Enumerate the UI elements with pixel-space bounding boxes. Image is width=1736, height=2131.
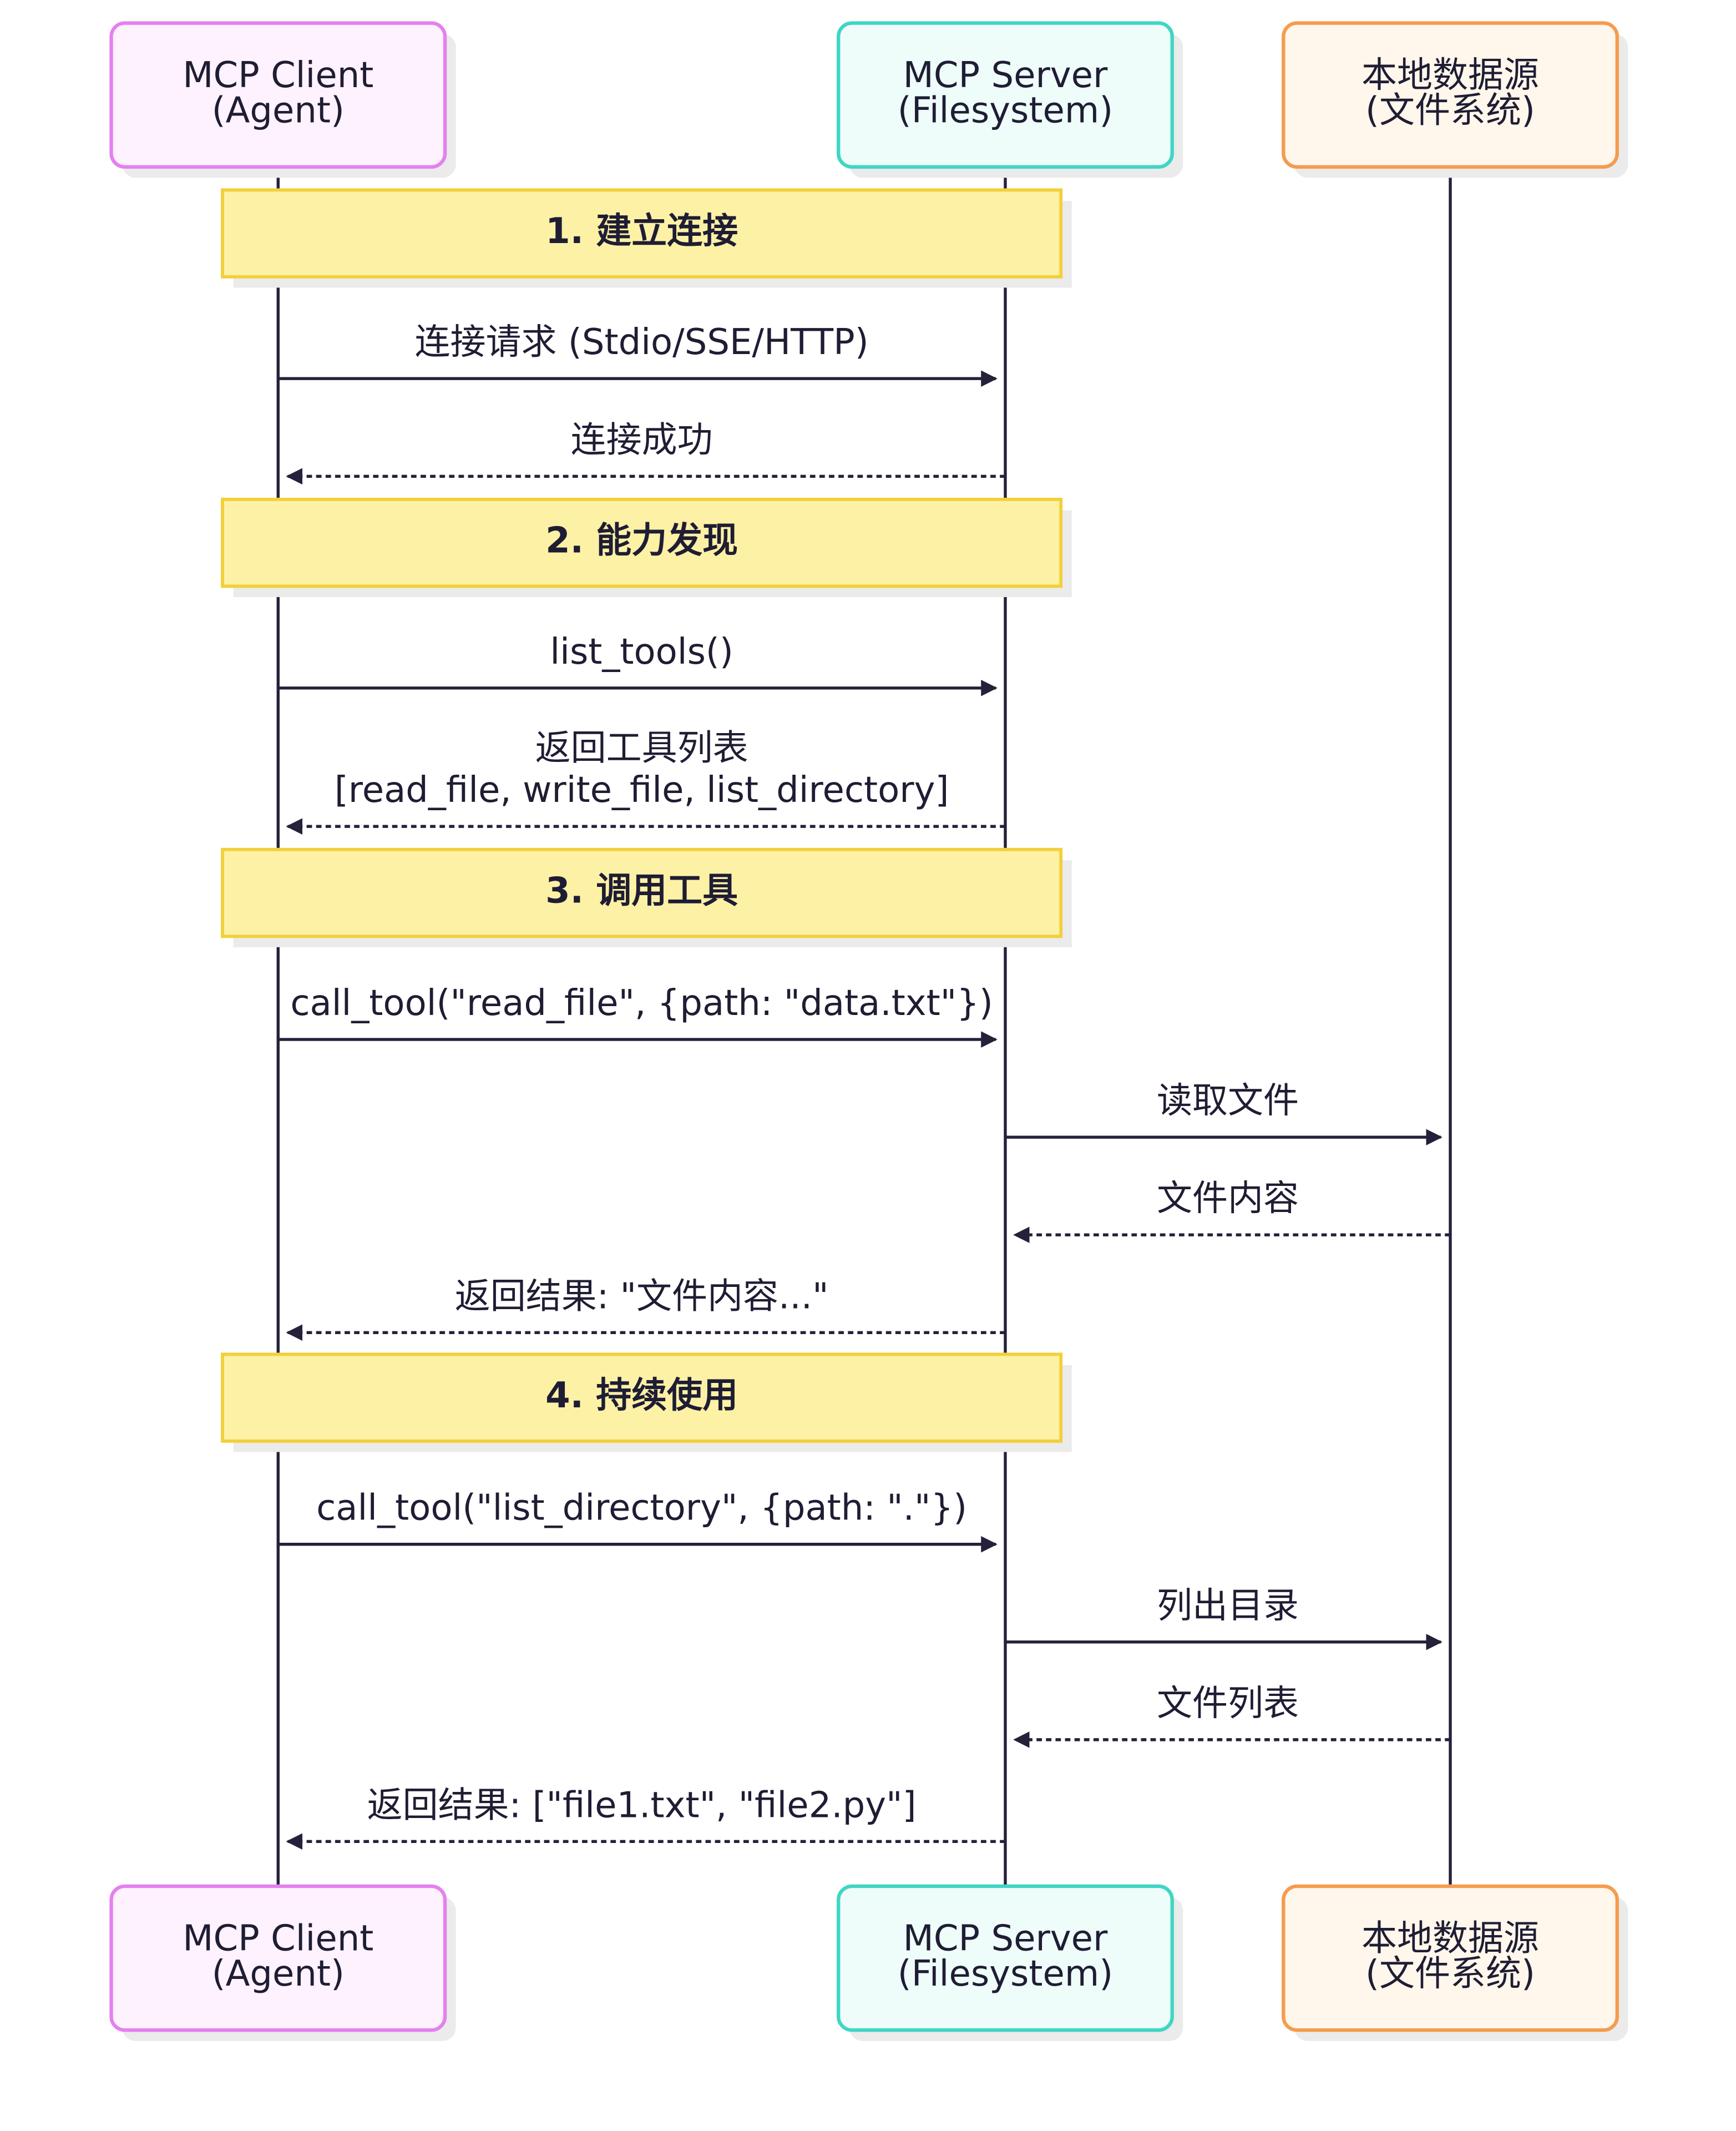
actor-box	[837, 21, 1174, 169]
actor-label: (文件系统)	[1365, 90, 1535, 132]
message-label: call_tool("read_file", {path: "data.txt"…	[290, 983, 993, 1024]
message-label: 读取文件	[1157, 1080, 1299, 1122]
message-10: 列出目录	[1005, 1585, 1443, 1650]
message-12: 返回结果: ["file1.txt", "file2.py"]	[286, 1785, 1005, 1850]
actor-local-bottom: 本地数据源(文件系统)	[1282, 1884, 1628, 2041]
message-label: 连接请求 (Stdio/SSE/HTTP)	[415, 322, 869, 363]
note-label: 1. 建立连接	[545, 211, 738, 252]
actor-label: (Filesystem)	[898, 1953, 1113, 1994]
phase-note-4: 4. 持续使用	[221, 1352, 1072, 1452]
actor-label: (文件系统)	[1365, 1953, 1535, 1994]
phase-note-3: 3. 调用工具	[221, 847, 1072, 947]
message-5: call_tool("read_file", {path: "data.txt"…	[278, 983, 998, 1048]
actor-label: (Filesystem)	[898, 90, 1113, 132]
actor-client-top: MCP Client(Agent)	[109, 21, 456, 178]
message-label: 连接成功	[571, 420, 713, 461]
note-label: 3. 调用工具	[545, 871, 738, 912]
actor-label: MCP Client	[183, 1918, 373, 1959]
message-7: 文件内容	[1013, 1178, 1451, 1244]
message-4: 返回工具列表[read_file, write_file, list_direc…	[286, 728, 1005, 835]
message-3: list_tools()	[278, 632, 998, 696]
message-11: 文件列表	[1013, 1683, 1451, 1748]
message-label: [read_file, write_file, list_directory]	[335, 770, 949, 811]
message-label: 文件列表	[1157, 1683, 1299, 1724]
note-label: 4. 持续使用	[545, 1375, 738, 1416]
message-label: 返回结果: ["file1.txt", "file2.py"]	[367, 1785, 917, 1826]
actor-server-bottom: MCP Server(Filesystem)	[837, 1884, 1183, 2041]
message-label: call_tool("list_directory", {path: "."})	[316, 1488, 967, 1529]
note-box	[221, 188, 1063, 279]
actor-server-top: MCP Server(Filesystem)	[837, 21, 1183, 178]
actor-local-top: 本地数据源(文件系统)	[1282, 21, 1628, 178]
note-box	[221, 1352, 1063, 1443]
note-box	[221, 847, 1063, 938]
actor-label: 本地数据源	[1362, 1918, 1539, 1959]
actor-box	[109, 1884, 447, 2032]
phase-note-2: 2. 能力发现	[221, 497, 1072, 597]
actor-label: 本地数据源	[1362, 55, 1539, 96]
message-label: 返回结果: "文件内容..."	[455, 1276, 829, 1317]
actor-label: MCP Server	[903, 55, 1108, 96]
actor-box	[837, 1884, 1174, 2032]
actor-box	[1282, 21, 1619, 169]
note-label: 2. 能力发现	[545, 521, 738, 562]
message-2: 连接成功	[286, 420, 1005, 485]
actor-label: (Agent)	[212, 90, 345, 132]
message-1: 连接请求 (Stdio/SSE/HTTP)	[278, 322, 998, 387]
message-label: 文件内容	[1157, 1178, 1299, 1219]
message-label: list_tools()	[550, 632, 733, 673]
actor-label: MCP Client	[183, 55, 373, 96]
message-label: 返回工具列表	[535, 728, 748, 769]
message-label: 列出目录	[1157, 1585, 1299, 1627]
actor-client-bottom: MCP Client(Agent)	[109, 1884, 456, 2041]
message-6: 读取文件	[1005, 1080, 1443, 1145]
actor-label: (Agent)	[212, 1953, 345, 1994]
actor-box	[1282, 1884, 1619, 2032]
message-8: 返回结果: "文件内容..."	[286, 1276, 1005, 1341]
phase-note-1: 1. 建立连接	[221, 188, 1072, 288]
message-9: call_tool("list_directory", {path: "."})	[278, 1488, 998, 1553]
actor-box	[109, 21, 447, 169]
actor-label: MCP Server	[903, 1918, 1108, 1959]
note-box	[221, 497, 1063, 588]
